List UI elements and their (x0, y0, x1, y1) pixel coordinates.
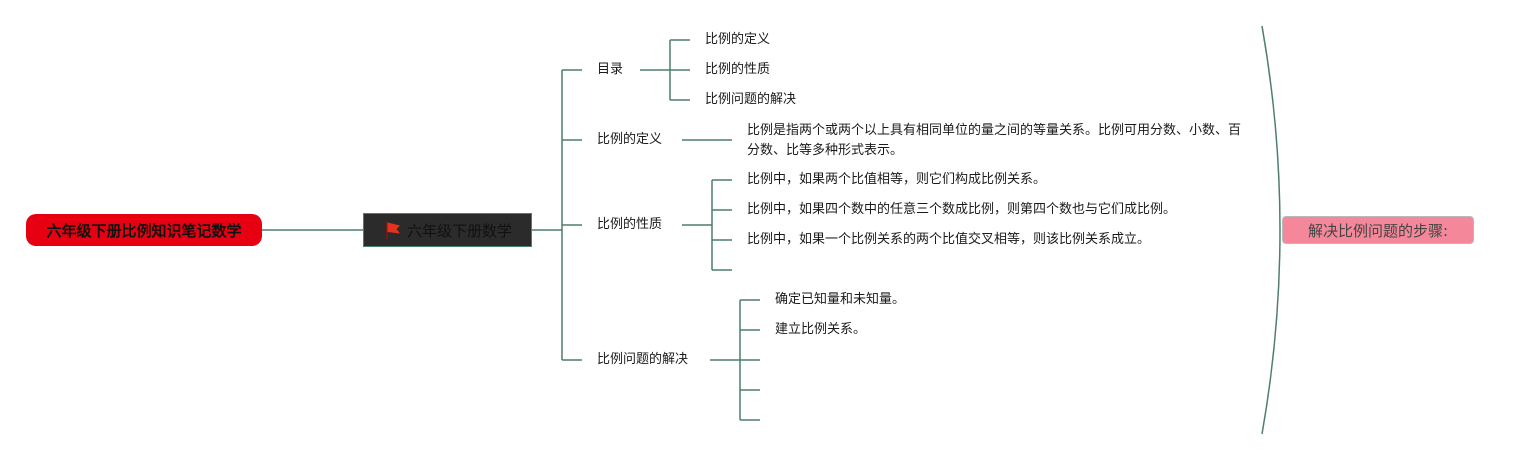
root-topic[interactable]: 六年级下册比例知识笔记数学 (26, 214, 262, 246)
summary-node[interactable]: 解决比例问题的步骤: (1282, 216, 1474, 244)
branch-toc[interactable]: 目录 (597, 62, 624, 77)
property-item-2[interactable]: 比例中，如果四个数中的任意三个数成比例，则第四个数也与它们成比例。 (747, 202, 1177, 217)
definition-text[interactable]: 比例是指两个或两个以上具有相同单位的量之间的等量关系。比例可用分数、小数、百分数… (747, 123, 1242, 158)
main-topic[interactable]: 六年级下册数学 (363, 213, 532, 247)
toc-item-solving[interactable]: 比例问题的解决 (705, 92, 797, 107)
property-item-1[interactable]: 比例中，如果两个比值相等，则它们构成比例关系。 (747, 172, 1047, 187)
branch-properties[interactable]: 比例的性质 (597, 217, 663, 232)
solving-item-1[interactable]: 确定已知量和未知量。 (775, 292, 906, 307)
branch-solving[interactable]: 比例问题的解决 (597, 352, 689, 367)
toc-item-definition[interactable]: 比例的定义 (705, 32, 771, 47)
flag-icon (386, 222, 400, 239)
solving-item-2[interactable]: 建立比例关系。 (775, 322, 867, 337)
main-topic-label: 六年级下册数学 (406, 221, 512, 240)
branch-definition[interactable]: 比例的定义 (597, 132, 663, 147)
toc-item-properties[interactable]: 比例的性质 (705, 62, 771, 77)
property-item-3[interactable]: 比例中，如果一个比例关系的两个比值交叉相等，则该比例关系成立。 (747, 232, 1151, 247)
